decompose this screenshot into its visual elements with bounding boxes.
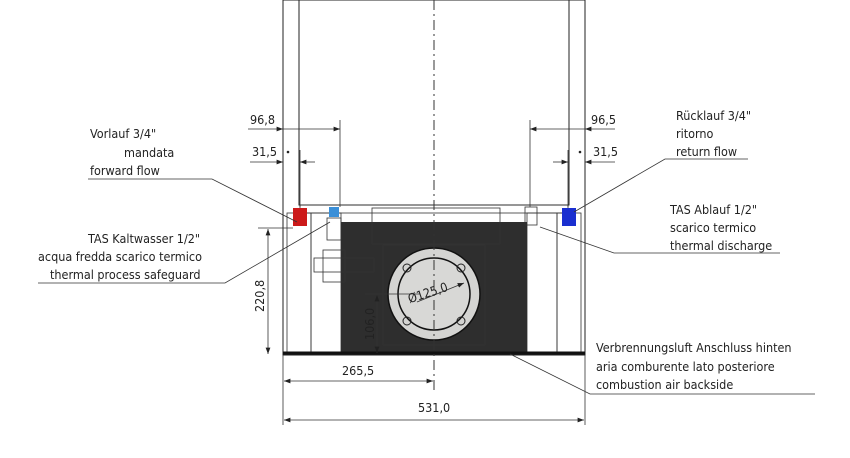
label-text: aria comburente lato posteriore <box>596 359 775 374</box>
label-text: mandata <box>124 145 174 160</box>
callout-forward-flow: Vorlauf 3/4" mandata forward flow <box>88 126 298 223</box>
forward-flow-connection <box>293 208 307 226</box>
dim-width: 531,0 <box>418 400 450 415</box>
callout-cold-water: TAS Kaltwasser 1/2" acqua fredda scarico… <box>38 221 331 284</box>
burner-box <box>371 207 501 245</box>
label-text: thermal process safeguard <box>50 267 201 282</box>
dim-left-inner: 31,5 <box>252 144 277 159</box>
label-text: return flow <box>676 144 737 159</box>
dimensions-bottom: 265,5 531,0 <box>282 355 586 425</box>
dimensions-top: 96,8 31,5 96,5 31,5 <box>248 112 618 207</box>
dim-right-outer: 96,5 <box>591 112 616 127</box>
label-text: thermal discharge <box>670 238 772 253</box>
dim-flue-height: 106,0 <box>362 308 377 340</box>
dimensions-vertical: 220,8 106,0 <box>252 227 420 354</box>
label-text: combustion air backside <box>596 377 733 392</box>
return-flow-connection <box>562 208 576 226</box>
label-text: forward flow <box>90 163 160 178</box>
dim-half-width: 265,5 <box>342 363 374 378</box>
callout-return-flow: Rücklauf 3/4" ritorno return flow <box>573 108 751 213</box>
label-text: ritorno <box>676 126 714 141</box>
dim-right-inner: 31,5 <box>593 144 618 159</box>
cold-water-fitting <box>329 207 339 217</box>
label-text: Verbrennungsluft Anschluss hinten <box>596 340 792 355</box>
label-text: Vorlauf 3/4" <box>90 126 156 141</box>
dim-height: 220,8 <box>252 280 267 312</box>
dim-left-outer: 96,8 <box>250 112 275 127</box>
callout-combustion-air: Verbrennungsluft Anschluss hinten aria c… <box>509 340 815 395</box>
label-text: scarico termico <box>670 220 756 235</box>
label-text: Rücklauf 3/4" <box>676 108 751 123</box>
label-text: TAS Kaltwasser 1/2" <box>87 231 200 246</box>
discharge-connection <box>524 206 538 226</box>
brass-valve <box>326 217 342 241</box>
label-text: acqua fredda scarico termico <box>38 249 202 264</box>
callout-thermal-discharge: TAS Ablauf 1/2" scarico termico thermal … <box>539 202 780 254</box>
label-text: TAS Ablauf 1/2" <box>669 202 757 217</box>
pipe-connections <box>293 206 576 283</box>
